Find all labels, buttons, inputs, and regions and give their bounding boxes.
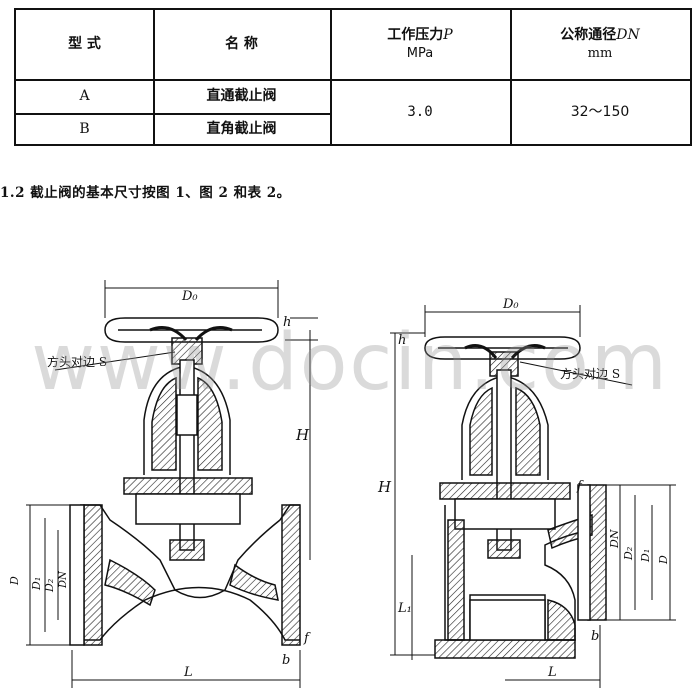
header-pressure-label: 工作压力: [387, 27, 444, 44]
row-a-name: 直通截止阀: [206, 87, 277, 104]
fig1-b-label: b: [282, 653, 290, 668]
section-note: 1.2 截止阀的基本尺寸按图 1、图 2 和表 2。: [0, 185, 291, 201]
header-dn-symbol: DN: [616, 27, 640, 44]
fig1-D1-label: D₁: [30, 577, 43, 591]
fig1-D-label: D: [8, 576, 21, 586]
header-type: 型 式: [68, 36, 101, 53]
fig2-L-label: L: [547, 665, 557, 680]
fig2-D1-label: D₁: [639, 549, 652, 563]
fig1-h-label: h: [283, 315, 291, 330]
header-pressure-symbol: P: [443, 27, 453, 44]
header-dn-unit: mm: [587, 46, 613, 62]
fig2-square-label: 方头对边 S: [560, 366, 620, 381]
valve-type-table: 型 式 名 称 工作压力P MPa 公称通径DN mm A 直通截止阀 B 直角…: [14, 8, 692, 146]
fig2-f-label: f: [576, 479, 584, 494]
figure1-globe-valve: [26, 280, 318, 688]
fig2-D-label: D: [657, 555, 670, 565]
fig2-H-label: H: [377, 478, 392, 496]
fig1-L-label: L: [183, 665, 193, 680]
fig2-b-label: b: [591, 629, 599, 644]
fig2-d0-label: D₀: [502, 297, 519, 312]
header-name: 名 称: [225, 36, 258, 53]
fig2-DN-label: DN: [608, 529, 621, 549]
header-dn-label: 公称通径: [560, 27, 617, 44]
header-pressure: 工作压力P MPa: [330, 10, 510, 79]
row-b-type: B: [79, 121, 90, 138]
fig1-f-label: f: [303, 631, 311, 646]
fig1-square-label: 方头对边 S: [47, 354, 107, 369]
pressure-value: 3.0: [407, 104, 433, 121]
row-b-name: 直角截止阀: [206, 121, 277, 138]
dn-value: 32～150: [570, 104, 630, 121]
figure2-angle-valve: [390, 305, 676, 688]
fig1-D2-label: D₂: [43, 579, 56, 593]
fig2-h-label: h: [398, 333, 406, 348]
fig2-L1-label: L₁: [397, 601, 412, 616]
fig1-H-label: H: [295, 426, 310, 444]
fig2-D2-label: D₂: [622, 547, 635, 561]
header-dn: 公称通径DN mm: [510, 10, 690, 79]
fig1-d0-label: D₀: [181, 289, 198, 304]
row-a-type: A: [79, 87, 90, 104]
header-pressure-unit: MPa: [406, 46, 434, 62]
fig1-DN-label: DN: [58, 570, 69, 589]
